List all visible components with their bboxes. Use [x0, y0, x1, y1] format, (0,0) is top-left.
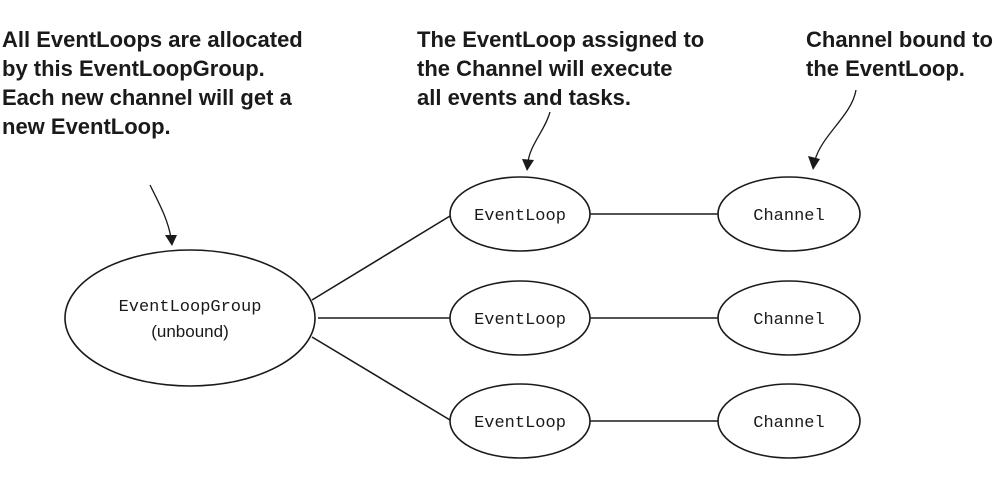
- event-loop-node-3: EventLoop: [449, 383, 591, 459]
- channel-ellipse: [717, 176, 861, 252]
- event-loop-group-label: EventLoopGroup: [119, 298, 262, 317]
- group-note-line-1: All EventLoops are allocated: [2, 27, 303, 52]
- loop-annotation: The EventLoop assigned to the Channel wi…: [417, 27, 704, 110]
- channel-node-3: Channel: [717, 383, 861, 459]
- channel-node-1: Channel: [717, 176, 861, 252]
- loop-note-line-2: the Channel will execute: [417, 56, 673, 81]
- group-pointer-arrowhead: [165, 235, 177, 246]
- channel-annotation: Channel bound to the EventLoop.: [806, 27, 993, 81]
- group-note-line-2: by this EventLoopGroup.: [2, 56, 265, 81]
- event-loop-label: EventLoop: [474, 414, 566, 433]
- channel-pointer-arrowhead: [808, 156, 820, 170]
- event-loop-node-1: EventLoop: [449, 176, 591, 252]
- event-loop-ellipse: [449, 280, 591, 356]
- loop-note-line-1: The EventLoop assigned to: [417, 27, 704, 52]
- channel-note-line-1: Channel bound to: [806, 27, 993, 52]
- event-loop-label: EventLoop: [474, 311, 566, 330]
- event-loop-group-ellipse: [64, 249, 316, 387]
- group-pointer-arrow: [149, 184, 172, 239]
- event-loop-node-2: EventLoop: [449, 280, 591, 356]
- loop-note-line-3: all events and tasks.: [417, 85, 631, 110]
- event-loop-ellipse: [449, 176, 591, 252]
- channel-node-2: Channel: [717, 280, 861, 356]
- channel-label: Channel: [753, 207, 824, 226]
- loop-pointer-arrow: [527, 111, 551, 163]
- loop-pointer-arrowhead: [522, 159, 534, 171]
- channel-pointer-arrow: [814, 89, 857, 161]
- event-loop-group-state: (unbound): [151, 322, 229, 341]
- channel-note-line-2: the EventLoop.: [806, 56, 965, 81]
- channel-label: Channel: [753, 414, 824, 433]
- event-loop-ellipse: [449, 383, 591, 459]
- group-note-line-4: new EventLoop.: [2, 114, 171, 139]
- group-annotation: All EventLoops are allocated by this Eve…: [2, 27, 303, 139]
- edge-group-loop-3: [311, 336, 451, 421]
- channel-label: Channel: [753, 311, 824, 330]
- edge-group-loop-1: [311, 215, 451, 301]
- event-loop-label: EventLoop: [474, 207, 566, 226]
- channel-ellipse: [717, 383, 861, 459]
- channel-ellipse: [717, 280, 861, 356]
- event-loop-group-node: EventLoopGroup (unbound): [64, 249, 316, 387]
- group-note-line-3: Each new channel will get a: [2, 85, 293, 110]
